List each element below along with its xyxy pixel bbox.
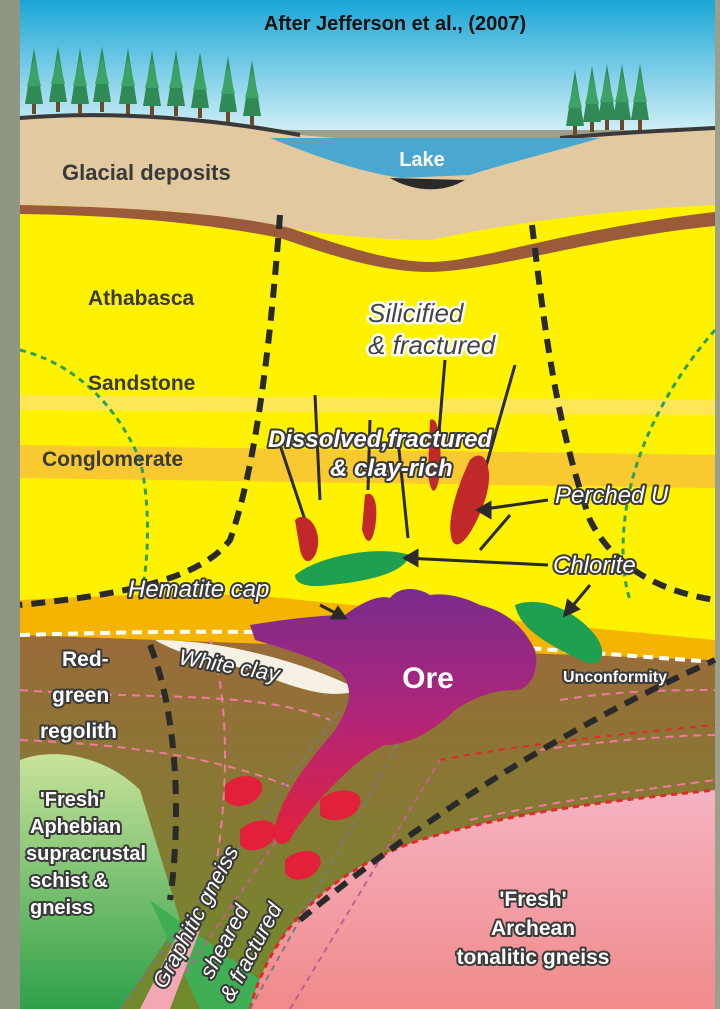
background-photo-strip bbox=[0, 0, 20, 1009]
label-glacial-deposits: Glacial deposits bbox=[62, 160, 231, 185]
label-hematite-cap: Hematite cap bbox=[128, 576, 269, 603]
label-conglomerate: Conglomerate bbox=[42, 448, 183, 471]
label-ore: Ore bbox=[402, 662, 454, 695]
label-fresh-archean-3: tonalitic gneiss bbox=[457, 946, 610, 969]
label-silicified-1: Silicified bbox=[368, 298, 465, 328]
label-dissolved-2: & clay-rich bbox=[330, 455, 453, 482]
label-fresh-aphebian-4: schist & bbox=[30, 870, 108, 892]
label-athabasca: Athabasca bbox=[88, 287, 195, 310]
label-fresh-archean-1: 'Fresh' bbox=[499, 888, 566, 911]
label-fresh-archean-2: Archean bbox=[491, 917, 575, 940]
label-chlorite: Chlorite bbox=[553, 552, 636, 579]
label-regolith-3: regolith bbox=[40, 720, 117, 743]
label-lake: Lake bbox=[399, 149, 445, 171]
label-unconformity: Unconformity bbox=[563, 669, 667, 686]
label-perched-u: Perched U bbox=[555, 482, 669, 509]
label-fresh-aphebian-5: gneiss bbox=[30, 897, 93, 919]
label-silicified-2: & fractured bbox=[368, 330, 497, 360]
label-sandstone: Sandstone bbox=[88, 372, 195, 395]
label-fresh-aphebian-2: Aphebian bbox=[30, 816, 121, 838]
label-dissolved-1: Dissolved,fractured bbox=[268, 426, 493, 453]
label-fresh-aphebian-3: supracrustal bbox=[26, 843, 146, 865]
label-regolith-2: green bbox=[52, 684, 109, 707]
label-fresh-aphebian-1: 'Fresh' bbox=[40, 789, 104, 811]
label-regolith-1: Red- bbox=[62, 648, 109, 671]
diagram-title: After Jefferson et al., (2007) bbox=[264, 13, 526, 35]
